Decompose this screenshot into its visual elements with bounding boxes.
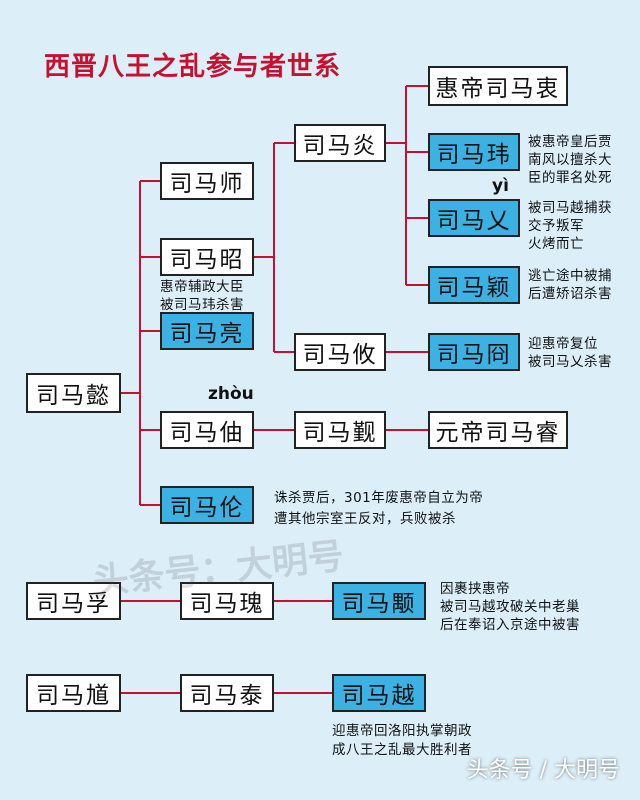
note-simalun: 诛杀贾后，301年废惠帝自立为帝 遭其他宗室王反对，兵败被杀 bbox=[274, 490, 484, 527]
person-box-simagui: 司马瑰 bbox=[180, 582, 274, 620]
person-box-simafu: 司马孚 bbox=[26, 582, 121, 620]
person-box-simajin: 司马觐 bbox=[294, 411, 386, 449]
person-box-simaliang: 司马亮 bbox=[160, 312, 254, 350]
note-simazhao: 惠帝辅政大臣 被司马玮杀害 bbox=[160, 279, 244, 313]
person-box-simajiong: 司马冏 bbox=[428, 333, 520, 371]
person-box-simaai: 司马乂 bbox=[428, 199, 520, 237]
note-simayue: 迎惠帝回洛阳执掌朝政 成八王之乱最大胜利者 bbox=[332, 723, 472, 758]
pinyin-yi: yì bbox=[492, 176, 509, 196]
person-box-simayue: 司马越 bbox=[332, 674, 426, 712]
person-box-simayou: 司马攸 bbox=[294, 333, 386, 371]
note-simayong: 因裹挟惠帝 被司马越攻破关中老巢 后在奉诏入京途中被害 bbox=[440, 581, 580, 633]
person-box-simawei: 司马玮 bbox=[428, 133, 520, 171]
person-box-simayi: 司马懿 bbox=[26, 373, 121, 413]
person-box-simazhou: 司马伷 bbox=[160, 411, 254, 449]
person-box-simalun: 司马伦 bbox=[160, 486, 254, 524]
note-simaying: 逃亡途中被捕 后遭矫诏杀害 bbox=[528, 268, 612, 302]
note-simajiong: 迎惠帝复位 被司马乂杀害 bbox=[528, 336, 612, 370]
person-box-huidi: 惠帝司马衷 bbox=[428, 66, 568, 106]
person-box-simazhao: 司马昭 bbox=[160, 238, 254, 276]
pinyin-zhou: zhòu bbox=[208, 384, 254, 404]
person-box-simashi: 司马师 bbox=[160, 162, 254, 200]
footer-credit: 头条号 / 大明号 bbox=[466, 758, 620, 783]
person-box-simayan: 司马炎 bbox=[294, 124, 386, 162]
note-simaai: 被司马越捕获 交予叛军 火烤而亡 bbox=[528, 200, 612, 252]
note-simawei: 被惠帝皇后贾 南风以擅杀大 臣的罪名处死 bbox=[528, 134, 612, 186]
person-box-simaying: 司马颖 bbox=[428, 266, 520, 304]
person-box-simayong: 司马颙 bbox=[332, 582, 426, 620]
person-box-simakui: 司马馗 bbox=[26, 674, 121, 712]
page-title: 西晋八王之乱参与者世系 bbox=[44, 52, 342, 82]
person-box-simatai: 司马泰 bbox=[180, 674, 274, 712]
person-box-yuandi: 元帝司马睿 bbox=[428, 411, 568, 449]
